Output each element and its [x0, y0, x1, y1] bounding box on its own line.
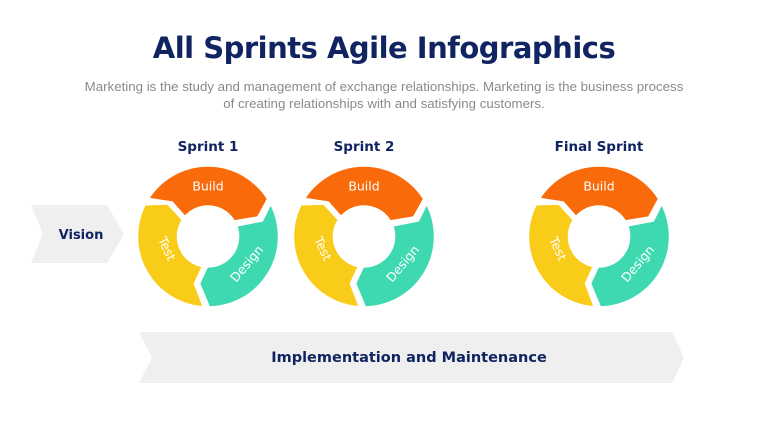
final-sprint-cycle: Build Test Design — [526, 164, 672, 309]
final-sprint-label: Final Sprint — [554, 139, 644, 155]
vision-chevron: Vision — [31, 205, 124, 263]
page-subtitle: Marketing is the study and management of… — [84, 79, 684, 111]
sprint-2-label: Sprint 2 — [333, 139, 395, 155]
sprint-2-cycle: Build Test Design — [291, 164, 437, 309]
sprint-1-label: Sprint 1 — [177, 139, 239, 155]
build-label: Build — [348, 179, 379, 194]
build-label: Build — [583, 179, 614, 194]
implementation-banner: Implementation and Maintenance — [139, 332, 684, 383]
page-title: All Sprints Agile Infographics — [152, 31, 616, 65]
vision-label: Vision — [59, 228, 104, 243]
banner-label: Implementation and Maintenance — [271, 350, 547, 366]
build-label: Build — [192, 179, 223, 194]
sprint-1-cycle: Build Test Design — [135, 164, 281, 309]
